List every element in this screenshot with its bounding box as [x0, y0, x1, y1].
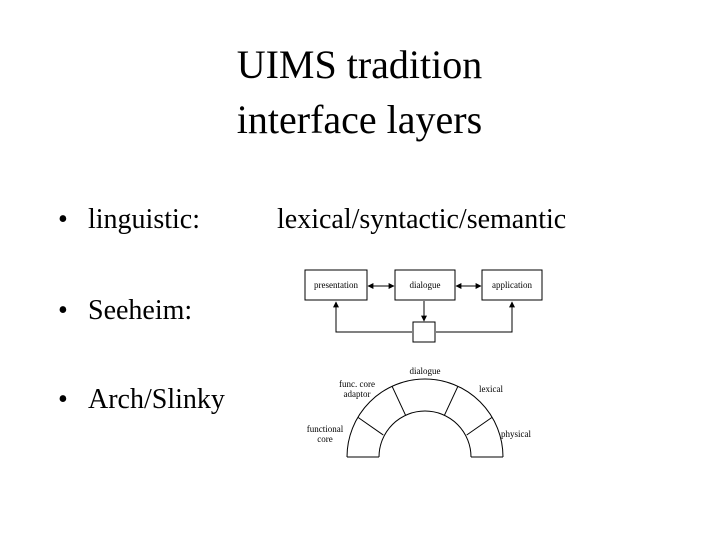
bullet-label: Arch/Slinky — [88, 384, 225, 415]
switch-box — [412, 321, 436, 343]
dialogue-label: dialogue — [410, 280, 441, 290]
adaptor-label-2: adaptor — [344, 389, 371, 399]
slide-title-line-1: UIMS tradition — [236, 42, 483, 87]
bullet-arch-slinky: • Arch/Slinky — [58, 384, 225, 416]
arch-divider-2 — [391, 386, 407, 416]
arch-dialogue-label: dialogue — [410, 366, 441, 376]
application-component: application — [481, 269, 543, 301]
functional-core-label-2: core — [317, 434, 333, 444]
seeheim-diagram: presentation dialogue application — [304, 269, 543, 343]
arch-divider-4 — [466, 416, 493, 436]
bullet-label: linguistic: — [88, 204, 200, 235]
bullet-marker: • — [58, 204, 68, 235]
bullet-label: Seeheim: — [88, 295, 193, 326]
arch-shape — [346, 378, 504, 458]
bullet-linguistic: • linguistic: — [58, 204, 200, 236]
linguistic-layers-text: lexical/syntactic/semantic — [277, 204, 567, 235]
bullet-marker: • — [58, 295, 68, 326]
application-label: application — [492, 280, 532, 290]
presentation-component: presentation — [304, 269, 368, 301]
slide-title-line-2: interface layers — [236, 97, 483, 142]
bullet-marker: • — [58, 384, 68, 415]
bullet-seeheim: • Seeheim: — [58, 295, 192, 327]
functional-core-label-1: functional — [307, 424, 344, 434]
adaptor-label-1: func. core — [339, 379, 375, 389]
arch-physical-label: physical — [501, 429, 531, 439]
switch-presentation-arrow — [333, 301, 412, 333]
arch-divider-1 — [357, 416, 384, 436]
arch-lexical-label: lexical — [479, 384, 503, 394]
arch-divider-3 — [443, 386, 459, 416]
arch-slinky-diagram: functional core func. core adaptor dialo… — [307, 366, 531, 458]
presentation-label: presentation — [314, 280, 358, 290]
switch-application-arrow — [436, 301, 515, 333]
dialogue-component: dialogue — [394, 269, 456, 301]
